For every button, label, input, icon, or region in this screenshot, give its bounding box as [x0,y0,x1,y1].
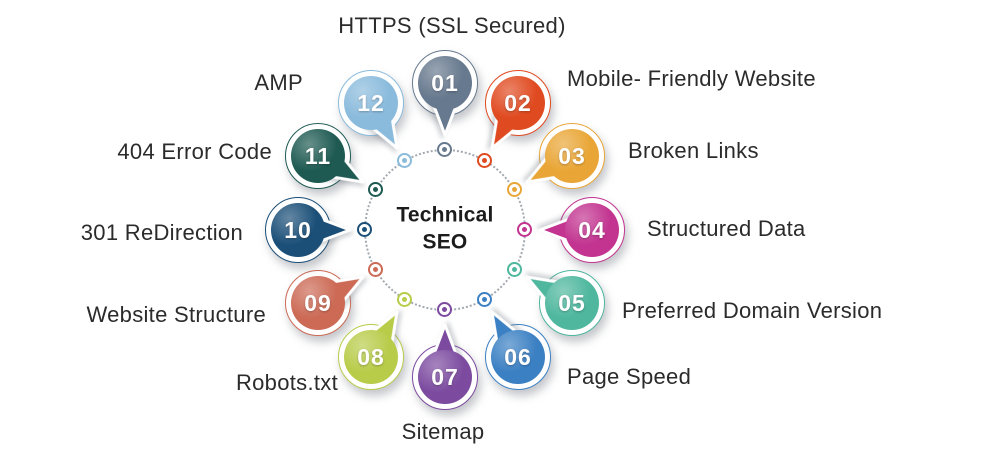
pin-inner-circle: 12 [344,76,398,130]
pin-11-404-error-code: 11 [284,122,365,190]
pin-04-structured-data: 04 [538,196,626,264]
pin-inner-circle: 03 [545,129,599,183]
pin-02-mobile-friendly: 02 [484,69,552,150]
label-website-structure: Website Structure [86,302,266,327]
pin-number: 03 [558,142,586,169]
pin-number: 05 [558,289,586,316]
label-404-error-code: 404 Error Code [117,139,272,164]
center-title-line2: SEO [422,231,468,254]
pin-number: 11 [304,142,332,169]
pin-number: 06 [504,343,532,370]
center-title: Technical SEO [396,202,493,257]
pin-inner-circle: 04 [565,203,619,257]
label-page-speed: Page Speed [567,364,692,389]
connector-dot-03 [507,182,522,197]
pin-inner-circle: 09 [291,276,345,330]
pin-inner-circle: 08 [344,330,398,384]
label-broken-links: Broken Links [628,138,759,163]
pin-08-robots-txt: 08 [337,310,405,391]
connector-dot-10 [357,222,372,237]
pin-inner-circle: 01 [418,56,472,110]
pin-01-https: 01 [411,49,479,137]
connector-dot-08 [397,292,412,307]
label-amp: AMP [254,70,303,95]
pin-number: 08 [357,343,385,370]
pin-inner-circle: 02 [491,76,545,130]
connector-dot-04 [517,222,532,237]
label-mobile-friendly-website: Mobile- Friendly Website [567,66,816,91]
connector-dot-02 [477,153,492,168]
label-sitemap: Sitemap [401,419,485,444]
connector-dot-09 [368,262,383,277]
label-301-redirection: 301 ReDirection [80,220,243,245]
pin-number: 02 [504,89,532,116]
connector-dot-11 [368,182,383,197]
pin-inner-circle: 05 [545,276,599,330]
pin-number: 07 [431,363,459,390]
pin-number: 12 [357,89,385,116]
pin-inner-circle: 06 [491,330,545,384]
connector-dot-07 [437,302,452,317]
pin-number: 04 [578,216,606,243]
pin-03-broken-links: 03 [525,122,606,190]
pin-inner-circle: 10 [271,203,325,257]
connector-dot-12 [397,153,412,168]
label-structured-data: Structured Data [647,216,806,241]
label-preferred-domain-version: Preferred Domain Version [622,298,883,323]
pin-06-page-speed: 06 [484,310,552,391]
connector-dot-05 [507,262,522,277]
connector-dot-01 [437,142,452,157]
pin-inner-circle: 11 [291,129,345,183]
pin-12-amp: 12 [337,69,405,150]
pin-05-preferred-domain: 05 [525,269,606,337]
connector-dot-06 [477,292,492,307]
pin-number: 10 [284,216,312,243]
pin-inner-circle: 07 [418,350,472,404]
label-https-ssl-secured: HTTPS (SSL Secured) [338,13,566,38]
pin-number: 09 [304,289,332,316]
label-robots-txt: Robots.txt [235,370,338,395]
pin-10-301-redirection: 10 [264,196,352,264]
pin-09-website-structure: 09 [284,269,365,337]
center-title-line1: Technical [396,203,494,227]
pin-07-sitemap: 07 [411,323,479,411]
pin-number: 01 [431,69,459,96]
